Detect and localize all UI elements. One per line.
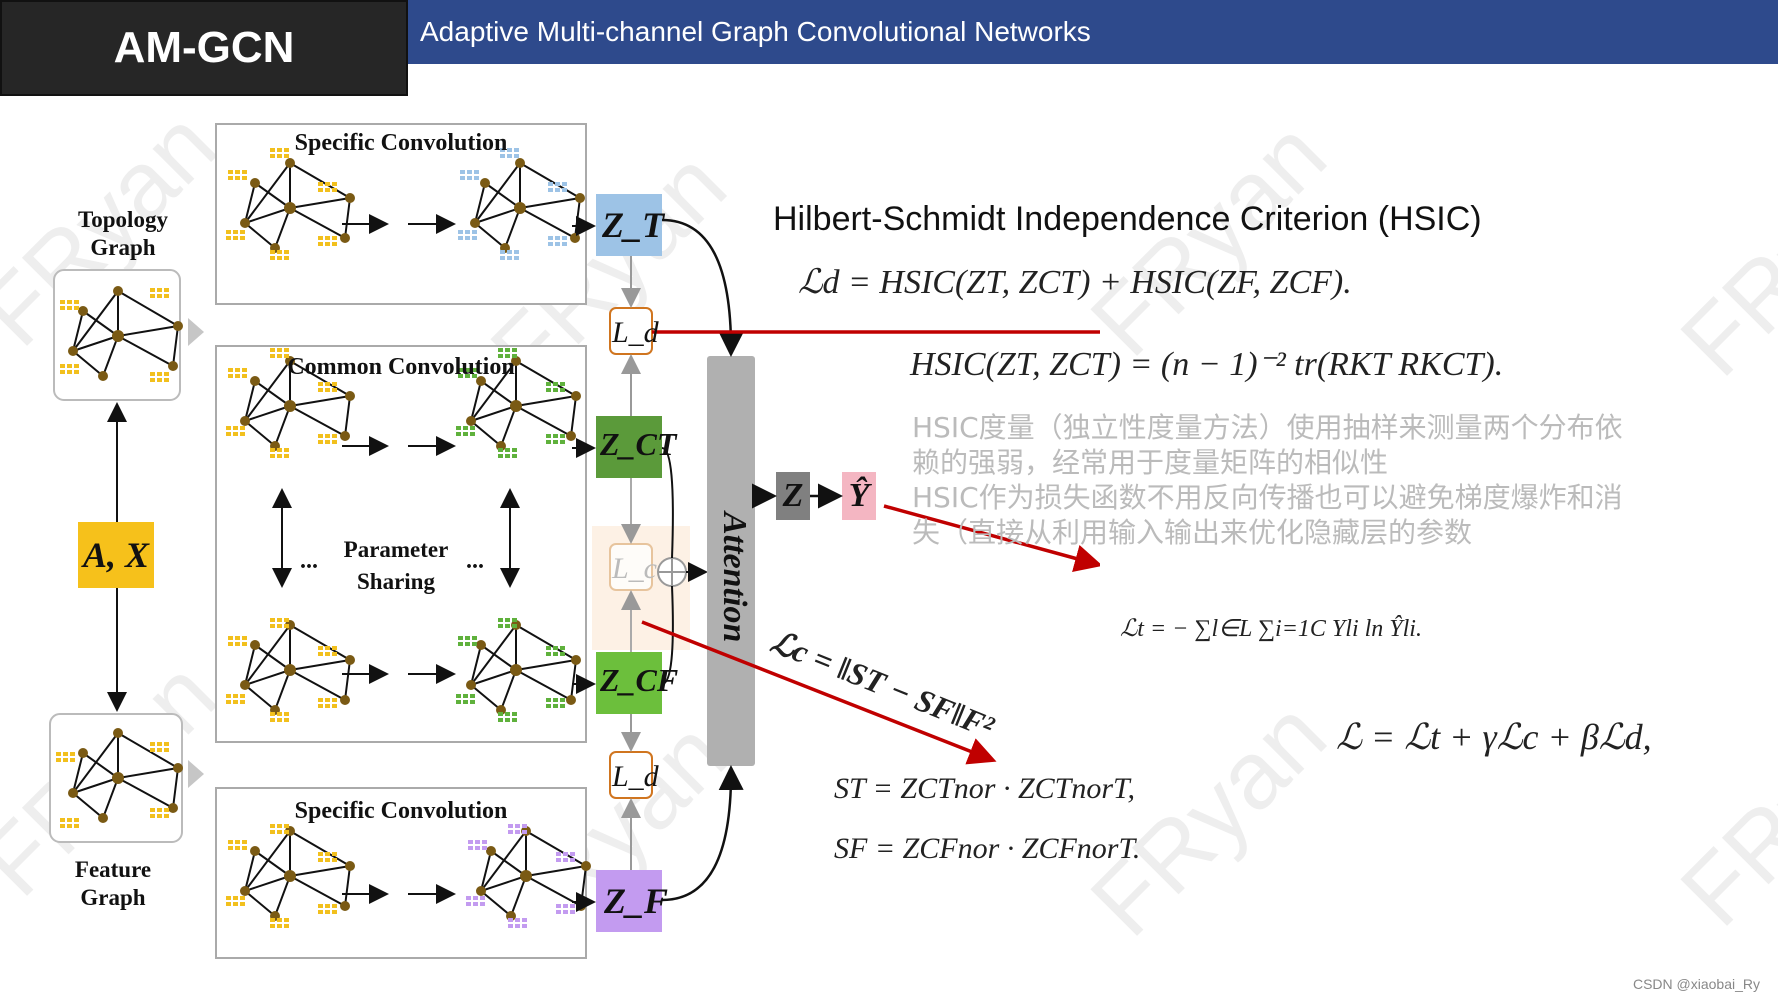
watermark: FRyan <box>1070 680 1347 957</box>
title-block <box>0 0 408 96</box>
feature-graph-label: Feature Graph <box>74 857 152 910</box>
watermark: FRyan <box>1660 670 1778 947</box>
specific-convolution-bottom-title: Specific Convolution <box>294 798 508 824</box>
page-title: Adaptive Multi-channel Graph Convolution… <box>420 16 1091 47</box>
topology-graph-label: Topology Graph <box>78 207 168 260</box>
st-equation: ST = ZCTnor · ZCTnorT, <box>834 772 1135 805</box>
hsic-description-line-1: HSIC度量（独立性度量方法）使用抽样来测量两个分布依 <box>912 411 1623 444</box>
credit: CSDN @xiaobai_Ry <box>1632 976 1760 992</box>
architecture-diagram <box>49 123 1100 959</box>
total-loss-equation: ℒ = ℒt + γℒc + βℒd, <box>1336 717 1652 757</box>
hsic-description-line-4: 失（直接从利用输入输出来优化隐藏层的参数 <box>912 516 1473 549</box>
zt-embedding-box <box>596 194 662 256</box>
hsic-description-line-2: 赖的强弱，经常用于度量矩阵的相似性 <box>912 446 1389 479</box>
lc-to-similarity-arrow <box>641 620 997 765</box>
hsic-description-line-3: HSIC作为损失函数不用反向传播也可以避免梯度爆炸和消 <box>912 481 1623 514</box>
zct-embedding-box <box>596 416 662 478</box>
zct-label: Z_CT <box>600 426 677 462</box>
page-badge: AM-GCN <box>113 23 295 72</box>
prediction-to-lt-arrow <box>883 504 1100 572</box>
ld-equation: ℒd = HSIC(ZT, ZCT) + HSIC(ZF, ZCF). <box>798 264 1352 301</box>
ellipsis-left: ... <box>300 548 318 574</box>
prediction-label: Ŷ <box>848 477 870 514</box>
common-convolution-title: Common Convolution <box>287 354 515 380</box>
sf-equation: SF = ZCFnor · ZCFnorT. <box>834 832 1141 865</box>
ellipsis-right: ... <box>466 548 484 574</box>
header-bar <box>408 0 1778 64</box>
input-features-label: A, X <box>82 535 150 575</box>
loss-d-bottom-label: L_d <box>612 760 659 793</box>
hsic-title: Hilbert-Schmidt Independence Criterion (… <box>773 200 1482 238</box>
zcf-label: Z_CF <box>600 662 679 698</box>
zf-embedding-box <box>596 870 662 932</box>
attention-label: Attention <box>716 512 753 643</box>
output-z-label: Z <box>782 477 804 514</box>
prediction-box <box>842 472 876 520</box>
loss-c-label: L_c <box>612 552 657 585</box>
input-features-box <box>78 522 154 588</box>
lt-equation: ℒt = − ∑l∈L ∑i=1C Yli ln Ŷli. <box>1120 616 1422 642</box>
zcf-embedding-box <box>596 652 662 714</box>
zt-label: Z_T <box>602 205 664 245</box>
common-convolution-panel <box>215 345 587 743</box>
parameter-sharing-label: Parameter Sharing <box>343 537 449 594</box>
loss-d-top-label: L_d <box>612 316 659 349</box>
zf-label: Z_F <box>604 881 669 921</box>
watermark: FRyan <box>1660 120 1778 397</box>
specific-convolution-top-title: Specific Convolution <box>294 130 508 156</box>
output-z-box <box>776 472 810 520</box>
hsic-equation: HSIC(ZT, ZCT) = (n − 1)⁻² tr(RKT RKCT). <box>910 346 1504 383</box>
